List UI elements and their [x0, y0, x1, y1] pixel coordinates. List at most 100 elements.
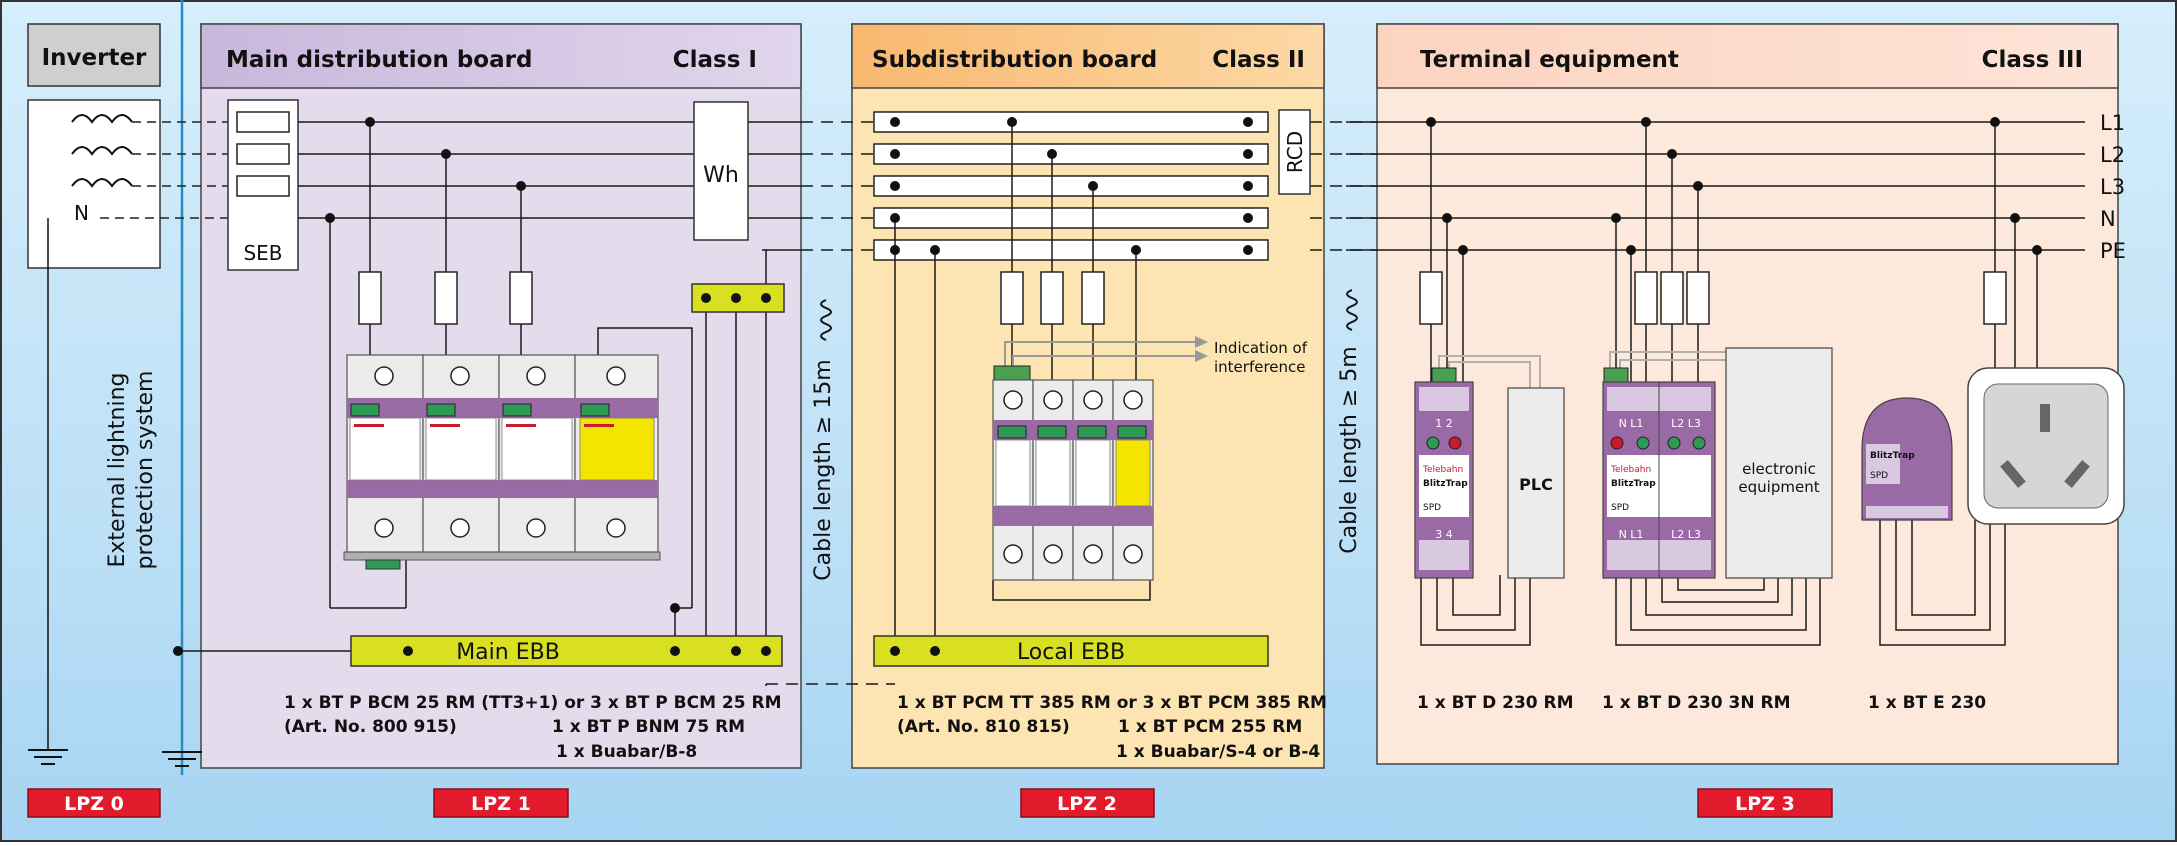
line-labels: L1 L2 L3 N PE [2100, 111, 2126, 263]
main-ebb-label: Main EBB [456, 640, 560, 665]
cable-length-2: Cable length ≥ 5m [1337, 346, 1362, 553]
spd1-terminals-bottom: 3 4 [1435, 528, 1453, 541]
terminal-product-1: 1 x BT D 230 RM [1417, 693, 1574, 713]
cable-coil-1 [820, 299, 832, 341]
terminal-title: Terminal equipment [1420, 47, 1679, 73]
spd2-terminals-bottom-left: N L1 [1619, 528, 1644, 541]
lpz-0-label: LPZ 0 [64, 793, 124, 815]
sub-product-line2a: (Art. No. 810 815) [897, 717, 1070, 737]
inverter-title: Inverter [42, 45, 147, 71]
indication-arrows [1004, 341, 1195, 366]
indication-label-1: Indication of [1214, 339, 1308, 357]
lpz-3-badge [1697, 788, 1833, 818]
sub-board-wiring [894, 122, 1151, 651]
main-product-line2b: 1 x BT P BNM 75 RM [552, 717, 745, 737]
bus-dashed-gaps [765, 121, 1377, 686]
sub-board-class: Class II [1212, 47, 1305, 73]
lpz-1-badge [433, 788, 569, 818]
spd1-label: SPD [1423, 503, 1441, 513]
line-label-l2: L2 [2100, 143, 2125, 167]
indication-arrowhead-2 [1195, 350, 1208, 362]
main-products: 1 x BT P BCM 25 RM (TT3+1) or 3 x BT P B… [284, 693, 782, 762]
bus-lines [298, 121, 2085, 251]
inverter-n-label: N [74, 201, 89, 225]
main-ebb: Main EBB [350, 635, 783, 667]
lpz-0-badge [27, 788, 161, 818]
spd1-brand: Telebahn [1422, 465, 1463, 475]
lpz-1-label: LPZ 1 [471, 793, 531, 815]
local-ebb: Local EBB [873, 635, 1269, 667]
line-label-n: N [2100, 207, 2116, 231]
indication-label-2: interference [1214, 358, 1306, 376]
lpz-badges: LPZ 0 LPZ 1 LPZ 2 LPZ 3 [27, 788, 1833, 818]
line-label-l3: L3 [2100, 175, 2125, 199]
main-board-class: Class I [673, 47, 757, 73]
main-fuses [358, 271, 533, 325]
terminal-fuses [1419, 271, 2007, 325]
spd2-model: BlitzTrap [1611, 479, 1656, 489]
sub-product-line2b: 1 x BT PCM 255 RM [1118, 717, 1302, 737]
lpz-2-badge [1020, 788, 1155, 818]
terminal-class: Class III [1982, 47, 2083, 73]
electronic-equipment-box [1725, 347, 1833, 579]
plc-label: PLC [1519, 475, 1553, 494]
electronic-label-2: equipment [1738, 478, 1819, 496]
lpz-3-label: LPZ 3 [1735, 793, 1795, 815]
spd-bt-d-230-3n-rm: N L1 L2 L3 N L1 L2 L3 Telebahn BlitzTrap… [1602, 367, 1716, 579]
terminal-wiring [1420, 122, 2038, 646]
lpz-2-label: LPZ 2 [1057, 793, 1117, 815]
sub-product-line3: 1 x Buabar/S-4 or B-4 [1116, 742, 1320, 762]
coil-l2 [71, 146, 133, 156]
line-label-l1: L1 [2100, 111, 2125, 135]
junction-dots [173, 117, 2042, 656]
spd3-label: SPD [1870, 471, 1888, 481]
spd2-label: SPD [1611, 503, 1629, 513]
power-socket [1967, 367, 2125, 525]
spd-bt-d-230-rm: 1 2 3 4 Telebahn BlitzTrap SPD [1414, 367, 1474, 579]
indication-arrowhead-1 [1195, 336, 1208, 348]
sub-board-title: Subdistribution board [872, 47, 1157, 73]
sub-products: 1 x BT PCM TT 385 RM or 3 x BT PCM 385 R… [897, 693, 1327, 762]
main-spd-block [343, 354, 661, 570]
main-product-line3: 1 x Buabar/B-8 [556, 742, 697, 762]
rcd-label: RCD [1283, 131, 1307, 173]
sub-fuses [1000, 271, 1105, 325]
coil-l1 [71, 114, 133, 124]
main-product-line1: 1 x BT P BCM 25 RM (TT3+1) or 3 x BT P B… [284, 693, 782, 713]
inverter: Inverter N [27, 23, 161, 750]
spd2-terminals-top-left: N L1 [1619, 417, 1644, 430]
terminal-products: 1 x BT D 230 RM 1 x BT D 230 3N RM 1 x B… [1417, 693, 1986, 713]
cable-length-1: Cable length ≥ 15m [811, 359, 836, 580]
terminal-product-2: 1 x BT D 230 3N RM [1602, 693, 1791, 713]
sub-spd-block [992, 365, 1154, 581]
spd2-brand: Telebahn [1610, 465, 1651, 475]
inverter-dashed-lines [100, 121, 228, 219]
external-lps-label-1: External lightning [105, 373, 130, 568]
cable-coil-2 [1346, 289, 1358, 331]
rcd-box [1278, 109, 1311, 195]
coil-l3 [71, 178, 133, 188]
main-board-title: Main distribution board [226, 47, 532, 73]
meter-label: Wh [703, 163, 739, 188]
electronic-label-1: electronic [1742, 460, 1816, 478]
spd3-model: BlitzTrap [1870, 451, 1915, 461]
sub-product-line1: 1 x BT PCM TT 385 RM or 3 x BT PCM 385 R… [897, 693, 1327, 713]
line-label-pe: PE [2100, 239, 2126, 263]
terminal-product-3: 1 x BT E 230 [1868, 693, 1986, 713]
local-ebb-label: Local EBB [1017, 640, 1125, 665]
energy-meter: Wh [693, 101, 749, 241]
plc-box [1507, 387, 1565, 579]
seb-fuse-box: SEB [227, 99, 299, 271]
ground-symbols [28, 749, 202, 767]
spd1-model: BlitzTrap [1423, 479, 1468, 489]
seb-label: SEB [243, 241, 282, 265]
spd-bt-e-230: BlitzTrap SPD [1861, 397, 1953, 521]
spd2-terminals-top-right: L2 L3 [1671, 417, 1701, 430]
sub-busbars: RCD [873, 109, 1311, 261]
external-lps-label-2: protection system [133, 371, 158, 570]
main-board-wiring [178, 122, 767, 652]
main-product-line2a: (Art. No. 800 915) [284, 717, 457, 737]
